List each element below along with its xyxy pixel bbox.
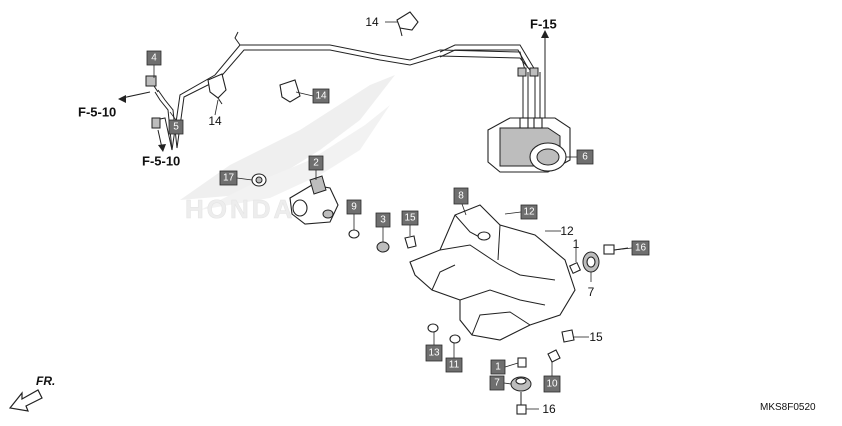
- callout-2: 2: [308, 155, 324, 171]
- clip-15-top: [404, 235, 417, 249]
- callout-16-box: 16: [631, 240, 650, 256]
- svg-text:14: 14: [315, 91, 327, 102]
- leader-lines: [153, 21, 633, 410]
- pin-1-lower: [517, 357, 527, 368]
- callout-4: 4: [146, 50, 162, 66]
- abs-modulator: [487, 117, 571, 173]
- svg-text:9: 9: [351, 202, 357, 213]
- svg-text:11: 11: [449, 360, 460, 371]
- callout-1-plain: 1: [573, 237, 580, 251]
- reference-arrows: [118, 30, 549, 152]
- bolt-10: [547, 349, 561, 363]
- callout-1-box: 1: [490, 359, 506, 375]
- callout-17: 17: [219, 170, 238, 186]
- abs-mounting-bracket: [409, 204, 576, 341]
- grommet-7-upper: [582, 251, 600, 273]
- callout-7-box: 7: [489, 375, 505, 391]
- washer-11: [449, 334, 461, 344]
- pipe-clamp-mid: [279, 79, 301, 103]
- pressure-sensor: [289, 175, 339, 225]
- svg-text:1: 1: [495, 362, 501, 373]
- clip-15-lower: [561, 329, 575, 343]
- direction-label: FR.: [36, 374, 55, 388]
- svg-text:12: 12: [523, 207, 535, 218]
- pin-1-upper: [568, 261, 582, 275]
- callout-14-top: 14: [365, 15, 379, 29]
- grommet-7-lower: [510, 376, 532, 392]
- callout-10: 10: [543, 375, 561, 393]
- svg-text:15: 15: [404, 213, 416, 224]
- callout-6: 6: [576, 149, 594, 165]
- ref-label-f15: F-15: [530, 17, 557, 32]
- callout-9: 9: [346, 199, 362, 215]
- svg-text:16: 16: [635, 243, 647, 254]
- pipe-clamp-left: [207, 73, 227, 105]
- svg-text:8: 8: [458, 191, 464, 202]
- pipe-clamp-top: [396, 11, 419, 37]
- grommet-17: [251, 173, 267, 187]
- svg-text:6: 6: [582, 152, 588, 163]
- svg-text:10: 10: [546, 379, 558, 390]
- callout-3: 3: [375, 212, 391, 228]
- svg-text:7: 7: [494, 378, 500, 389]
- brake-pipe-assembly: [145, 31, 541, 151]
- callout-14-box: 14: [312, 88, 330, 104]
- collar-3: [376, 241, 390, 253]
- svg-text:2: 2: [313, 158, 319, 169]
- callout-7-plain: 7: [588, 285, 595, 299]
- svg-text:5: 5: [173, 122, 179, 133]
- svg-text:13: 13: [428, 348, 440, 359]
- washer-9: [348, 229, 360, 239]
- honda-wing-watermark: HONDA: [180, 75, 395, 224]
- callout-8: 8: [453, 187, 469, 205]
- front-direction-arrow: FR.: [8, 374, 55, 412]
- ref-label-f510-lower: F-5-10: [142, 154, 180, 169]
- callout-11: 11: [445, 357, 463, 373]
- callout-12-box: 12: [520, 204, 538, 220]
- callout-14-left: 14: [208, 114, 222, 128]
- svg-text:3: 3: [380, 215, 386, 226]
- bolt-16-lower: [516, 392, 527, 415]
- callout-13: 13: [425, 344, 443, 362]
- callout-15-box: 15: [401, 210, 419, 226]
- callout-5: 5: [168, 119, 184, 135]
- washer-13: [427, 323, 439, 333]
- callout-12-plain: 12: [560, 224, 574, 238]
- callout-16-plain: 16: [542, 402, 556, 416]
- honda-watermark-text: HONDA: [185, 194, 295, 224]
- svg-text:4: 4: [151, 53, 157, 64]
- drawing-code: MKS8F0520: [760, 402, 816, 413]
- callout-15-plain: 15: [589, 330, 603, 344]
- ref-label-f510-upper: F-5-10: [78, 105, 116, 120]
- svg-text:17: 17: [223, 173, 235, 184]
